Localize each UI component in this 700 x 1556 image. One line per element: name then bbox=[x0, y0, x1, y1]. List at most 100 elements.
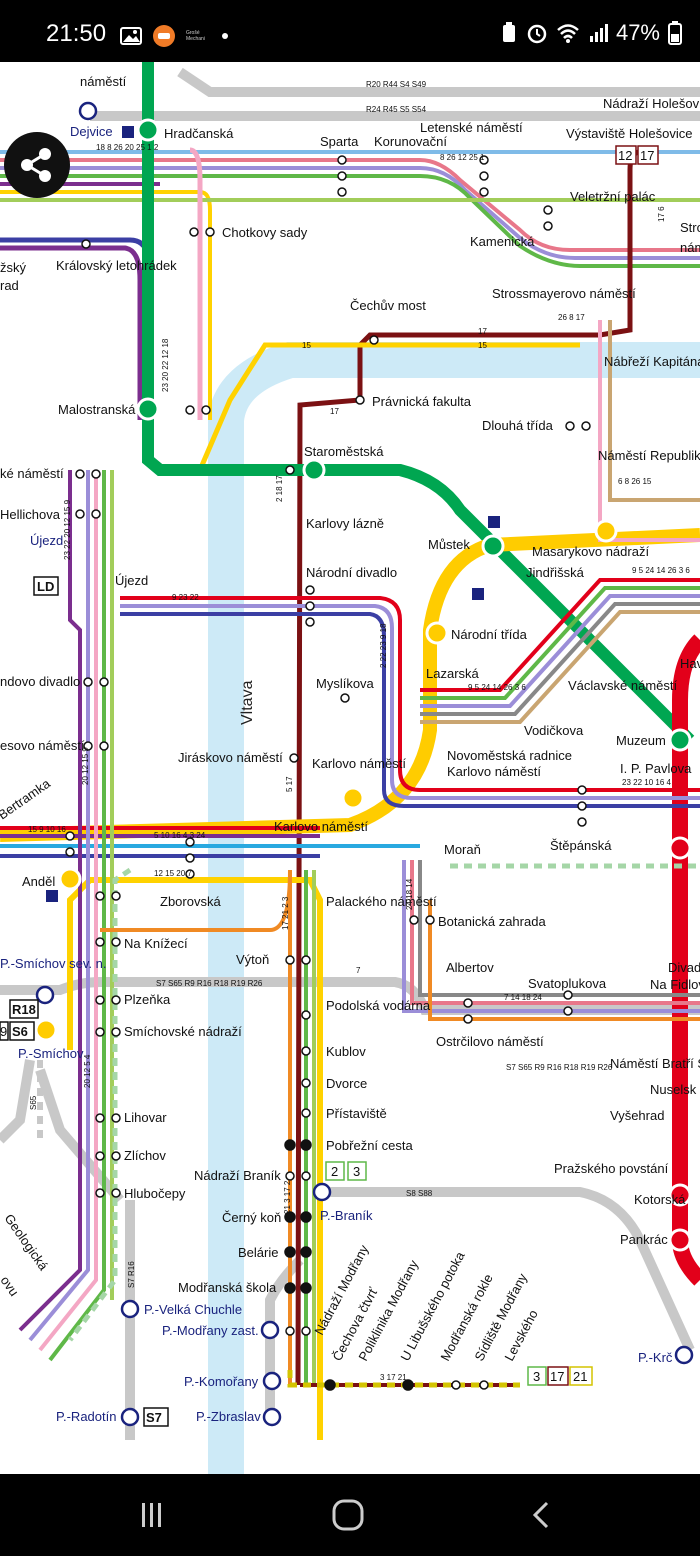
station-label: Sparta bbox=[320, 134, 359, 149]
tram-numbers: 9 23 22 bbox=[172, 593, 199, 602]
station-label: Letenské náměstí bbox=[420, 120, 523, 135]
station-label: Právnická fakulta bbox=[372, 394, 472, 409]
station-label: Anděl bbox=[22, 874, 55, 889]
back-button[interactable] bbox=[512, 1492, 572, 1538]
info-icon bbox=[122, 126, 134, 138]
status-time: 21:50 bbox=[46, 20, 107, 47]
tram-numbers: 2 22 23 9 18 bbox=[379, 623, 388, 668]
tram-numbers: 9 5 24 14 26 3 6 bbox=[632, 566, 690, 575]
station-label: Ostrčilovo náměstí bbox=[436, 1034, 544, 1049]
station-label: Na Fidlov bbox=[650, 977, 700, 992]
station-label: P.-Radotín bbox=[56, 1409, 116, 1424]
home-button[interactable] bbox=[318, 1492, 378, 1538]
station-label: Nádraží Braník bbox=[194, 1168, 281, 1183]
station-label: Albertov bbox=[446, 960, 494, 975]
station-label: Masarykovo nádraží bbox=[532, 544, 649, 559]
station-label: Pražského povstání bbox=[554, 1161, 669, 1176]
badge-3b: 3 bbox=[533, 1369, 540, 1384]
bullet-icon bbox=[222, 33, 228, 39]
station-label: Myslíkova bbox=[316, 676, 375, 691]
status-bar: 21:50 Grošé Mechani 47% bbox=[0, 0, 700, 62]
tram-numbers: 3 17 21 bbox=[380, 1373, 407, 1382]
route-label: S8 S88 bbox=[406, 1189, 433, 1198]
route-label: R24 R45 S5 S54 bbox=[366, 105, 427, 114]
badge-17: 17 bbox=[640, 148, 654, 163]
station-label: esovo náměstí bbox=[0, 738, 85, 753]
station-label: Čechův most bbox=[350, 298, 426, 313]
badge-21: 21 bbox=[573, 1369, 587, 1384]
metro-line-a bbox=[142, 62, 695, 745]
station-labels: náměstí Dejvice Hradčanská Sparta Koruno… bbox=[0, 74, 700, 1424]
station-label: Dejvice bbox=[70, 124, 113, 139]
station-label: Dvorce bbox=[326, 1076, 367, 1091]
station-label: Národní třída bbox=[451, 627, 528, 642]
system-nav-bar bbox=[0, 1474, 700, 1556]
recents-button[interactable] bbox=[122, 1492, 182, 1538]
station-label: Korunovační bbox=[374, 134, 447, 149]
station-label: Újezd bbox=[115, 573, 148, 588]
station-label: Smíchovské nádraží bbox=[124, 1024, 242, 1039]
station-label: Nuselsk bbox=[650, 1082, 697, 1097]
tram-numbers: 5 10 16 4 3 24 bbox=[154, 831, 206, 840]
station-label: Václavské náměstí bbox=[568, 678, 677, 693]
station-label: Karlovo náměstí bbox=[312, 756, 406, 771]
station-label: nám bbox=[680, 240, 700, 255]
station-label: Kublov bbox=[326, 1044, 366, 1059]
station-label: P.-Modřany zast. bbox=[162, 1323, 259, 1338]
app-badge-icon bbox=[153, 25, 175, 47]
station-label: Dlouhá třída bbox=[482, 418, 554, 433]
station-label: Národní divadlo bbox=[306, 565, 397, 580]
route-label: R20 R44 S4 S49 bbox=[366, 80, 427, 89]
tram-numbers: 18 8 26 20 25 1 2 bbox=[96, 143, 159, 152]
badge-9: 9 bbox=[0, 1024, 7, 1039]
dashed-routes bbox=[37, 863, 700, 1388]
badge-17b: 17 bbox=[550, 1369, 564, 1384]
tram-numbers: 23 20 22 12 18 bbox=[161, 338, 170, 392]
transit-map[interactable]: Vltava bbox=[0, 62, 700, 1474]
tram-bundle-central bbox=[0, 596, 700, 858]
badge-12: 12 bbox=[618, 148, 632, 163]
station-label: Vyšehrad bbox=[610, 1108, 664, 1123]
status-right-icons: 47% bbox=[500, 20, 682, 46]
tram-bundle-diagonal bbox=[420, 320, 700, 724]
station-label: Geologická bbox=[2, 1211, 52, 1274]
signal-icon bbox=[589, 24, 608, 42]
info-icon bbox=[472, 588, 484, 600]
station-label: Stro bbox=[680, 220, 700, 235]
battery-icon bbox=[668, 21, 682, 45]
image-icon bbox=[120, 27, 142, 45]
route-label: S7 S65 R9 R16 R18 R19 R26 bbox=[506, 1063, 613, 1072]
tram-numbers: 20 12 15 9 bbox=[81, 747, 90, 785]
battery-percent: 47% bbox=[615, 20, 660, 45]
station-label: P.-Velká Chuchle bbox=[144, 1302, 242, 1317]
tram-numbers: 6 8 26 15 bbox=[618, 477, 652, 486]
badge-3: 3 bbox=[353, 1164, 360, 1179]
share-button[interactable] bbox=[4, 132, 70, 198]
river-vltava: Vltava bbox=[208, 342, 700, 1474]
badge-s7: S7 bbox=[146, 1410, 162, 1425]
station-label: Strossmayerovo náměstí bbox=[492, 286, 636, 301]
station-label: Palackého náměstí bbox=[326, 894, 437, 909]
station-label: Kotorská bbox=[634, 1192, 686, 1207]
tram-numbers: 7 bbox=[356, 966, 361, 975]
tram-numbers: 15 9 10 16 bbox=[28, 825, 66, 834]
station-label: Moraň bbox=[444, 842, 481, 857]
wifi-icon bbox=[557, 24, 579, 43]
station-label: P.-Komořany bbox=[184, 1374, 259, 1389]
station-label: Přístaviště bbox=[326, 1106, 387, 1121]
station-label: Hellichova bbox=[0, 507, 61, 522]
tram-numbers: 12 15 20 7 bbox=[154, 869, 192, 878]
tram-numbers: 17 bbox=[330, 407, 339, 416]
station-label: Karlovo náměstí bbox=[274, 819, 368, 834]
station-label: Nábřeží Kapitána Jaroše bbox=[604, 354, 700, 369]
back-icon bbox=[532, 1501, 549, 1529]
tram-numbers: 15 bbox=[302, 341, 311, 350]
station-label: I. P. Pavlova bbox=[620, 761, 692, 776]
tram-numbers: 24 18 14 bbox=[405, 878, 414, 910]
station-label: Bertramka bbox=[0, 775, 53, 822]
station-label: Nádraží Holešovi bbox=[603, 96, 700, 111]
station-label: Hav bbox=[680, 656, 700, 671]
station-label: Staroměstská bbox=[304, 444, 384, 459]
station-label: P.-Krč bbox=[638, 1350, 673, 1365]
recycle-icon bbox=[502, 22, 515, 42]
